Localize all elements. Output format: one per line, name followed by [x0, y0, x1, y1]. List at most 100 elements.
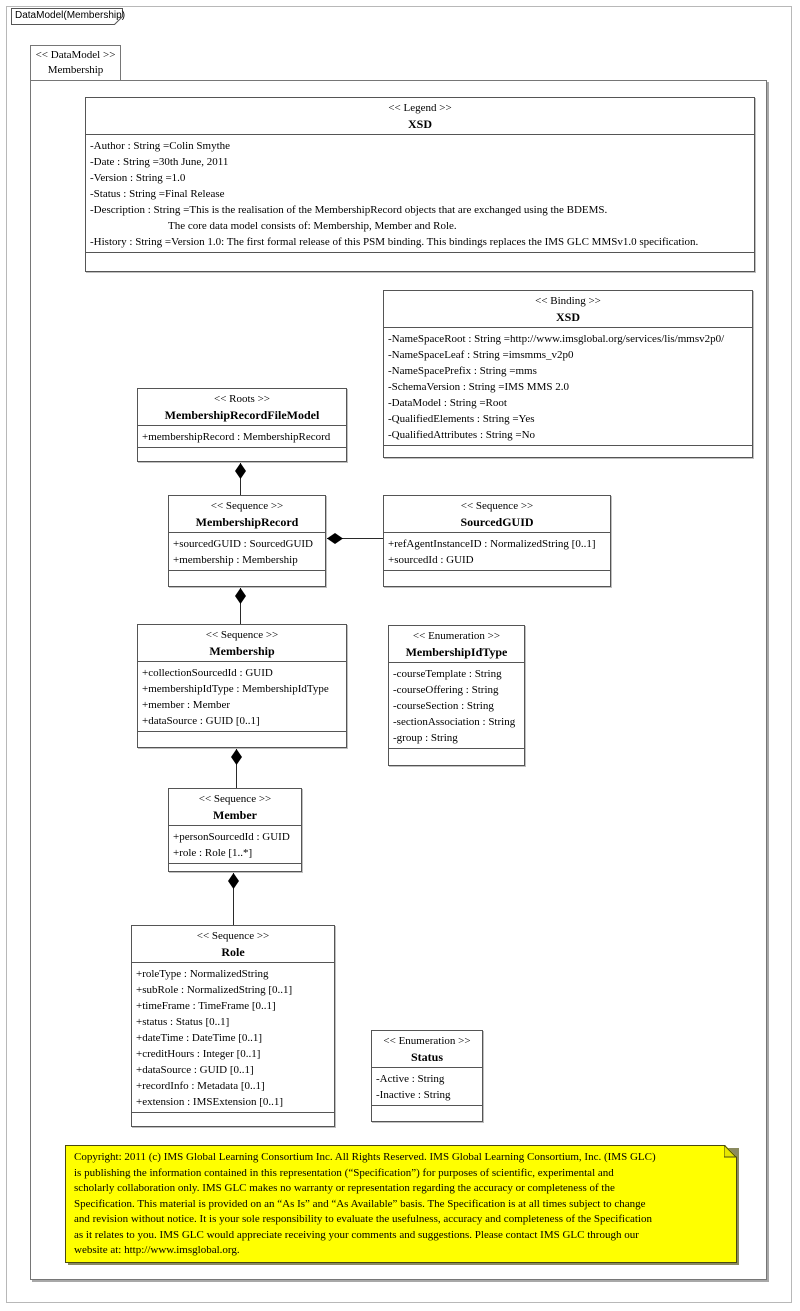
attributes-compartment: +membershipRecord : MembershipRecord — [138, 425, 346, 447]
class-name: XSD — [407, 117, 432, 131]
attribute-line: +subRole : NormalizedString [0..1] — [136, 984, 293, 996]
attributes-compartment: -NameSpaceRoot : String =http://www.imsg… — [384, 327, 752, 445]
class-membership: << Sequence >> Membership +collectionSou… — [137, 624, 347, 748]
note-text-line: and revision without notice. It is your … — [74, 1213, 652, 1225]
empty-compartment — [169, 863, 301, 871]
empty-compartment — [86, 252, 754, 271]
class-stereotype: << Sequence >> — [460, 500, 534, 512]
class-member: << Sequence >> Member +personSourcedId :… — [168, 788, 302, 872]
note-text-line: scholarly collaboration only. IMS GLC ma… — [74, 1182, 615, 1194]
attribute-line: -NameSpaceRoot : String =http://www.imsg… — [388, 333, 725, 345]
copyright-note: Copyright: 2011 (c) IMS Global Learning … — [65, 1145, 737, 1263]
class-header: << Sequence >> SourcedGUID — [384, 496, 610, 532]
class-header: << Sequence >> Member — [169, 789, 301, 825]
class-name: Membership — [209, 644, 275, 658]
frame-stereotype: << DataModel >> — [35, 49, 116, 61]
attribute-line: +timeFrame : TimeFrame [0..1] — [136, 1000, 276, 1012]
attribute-line: +extension : IMSExtension [0..1] — [136, 1096, 284, 1108]
class-name: Status — [410, 1050, 443, 1064]
attributes-compartment: +roleType : NormalizedString +subRole : … — [132, 962, 334, 1112]
class-membershipidtype: << Enumeration >> MembershipIdType -cour… — [388, 625, 525, 766]
attribute-line: +collectionSourcedId : GUID — [142, 667, 273, 679]
empty-compartment — [138, 731, 346, 747]
attribute-line: -group : String — [393, 732, 458, 744]
empty-compartment — [169, 570, 325, 586]
class-membershiprecordfilemodel: << Roots >> MembershipRecordFileModel +m… — [137, 388, 347, 462]
class-name: XSD — [555, 310, 580, 324]
attribute-line: +sourcedGUID : SourcedGUID — [173, 538, 314, 550]
attribute-line: -DataModel : String =Root — [388, 397, 507, 409]
attribute-line: -Version : String =1.0 — [90, 172, 186, 184]
attribute-line: The core data model consists of: Members… — [168, 220, 457, 232]
note-fold-icon — [724, 1145, 737, 1158]
class-binding: << Binding >> XSD -NameSpaceRoot : Strin… — [383, 290, 753, 458]
attribute-line: +role : Role [1..*] — [173, 847, 253, 859]
class-header: << Legend >> XSD — [86, 98, 754, 134]
class-header: << Binding >> XSD — [384, 291, 752, 327]
frame-name: Membership — [47, 64, 104, 76]
attributes-compartment: +collectionSourcedId : GUID +membershipI… — [138, 661, 346, 731]
empty-compartment — [389, 748, 524, 765]
link-line — [236, 747, 237, 789]
attribute-line: +refAgentInstanceID : NormalizedString [… — [388, 538, 596, 550]
attribute-line: +membershipIdType : MembershipIdType — [142, 683, 329, 695]
attribute-line: -History : String =Version 1.0: The firs… — [90, 236, 699, 248]
class-stereotype: << Legend >> — [388, 102, 452, 114]
attribute-line: +roleType : NormalizedString — [136, 968, 269, 980]
composition-diamond-icon — [327, 533, 343, 544]
class-sourcedguid: << Sequence >> SourcedGUID +refAgentInst… — [383, 495, 611, 587]
attribute-line: -Active : String — [376, 1073, 445, 1085]
attributes-compartment: -courseTemplate : String -courseOffering… — [389, 662, 524, 748]
note-text-line: Copyright: 2011 (c) IMS Global Learning … — [74, 1151, 656, 1163]
attributes-compartment: -Author : String =Colin Smythe -Date : S… — [86, 134, 754, 252]
composition-diamond-icon — [228, 873, 239, 889]
class-name: MembershipIdType — [405, 645, 508, 659]
attribute-line: +dateTime : DateTime [0..1] — [136, 1032, 263, 1044]
link-line — [326, 538, 384, 539]
attribute-line: +member : Member — [142, 699, 231, 711]
attribute-line: -Inactive : String — [376, 1089, 451, 1101]
class-stereotype: << Sequence >> — [205, 629, 279, 641]
attribute-line: -Status : String =Final Release — [90, 188, 225, 200]
note-text-line: as it relates to you. IMS GLC would appr… — [74, 1228, 639, 1241]
class-stereotype: << Enumeration >> — [412, 630, 501, 642]
empty-compartment — [384, 445, 752, 457]
attributes-compartment: -Active : String -Inactive : String — [372, 1067, 482, 1105]
attributes-compartment: +personSourcedId : GUID +role : Role [1.… — [169, 825, 301, 863]
class-role: << Sequence >> Role +roleType : Normaliz… — [131, 925, 335, 1127]
class-header: << Sequence >> MembershipRecord — [169, 496, 325, 532]
tab-shape-icon — [11, 8, 123, 25]
attributes-compartment: +refAgentInstanceID : NormalizedString [… — [384, 532, 610, 570]
note-text-line: website at: http://www.imsglobal.org. — [74, 1244, 240, 1256]
class-stereotype: << Sequence >> — [196, 930, 270, 942]
composition-diamond-icon — [235, 463, 246, 479]
class-name: SourcedGUID — [460, 515, 534, 529]
attributes-compartment: +sourcedGUID : SourcedGUID +membership :… — [169, 532, 325, 570]
attribute-line: -Author : String =Colin Smythe — [90, 140, 231, 152]
class-name: Member — [213, 808, 257, 822]
attribute-line: -courseOffering : String — [393, 684, 499, 696]
attribute-line: +sourcedId : GUID — [388, 554, 474, 566]
attribute-line: -courseTemplate : String — [393, 668, 502, 680]
class-header: << Enumeration >> MembershipIdType — [389, 626, 524, 662]
diagram-tab-label: DataModel(Membership) — [15, 10, 126, 21]
class-name: MembershipRecord — [195, 515, 299, 529]
class-header: << Roots >> MembershipRecordFileModel — [138, 389, 346, 425]
class-header: << Enumeration >> Status — [372, 1031, 482, 1067]
attribute-line: -QualifiedAttributes : String =No — [388, 429, 536, 441]
attribute-line: -NameSpacePrefix : String =mms — [388, 365, 537, 377]
attribute-line: +membership : Membership — [173, 554, 298, 566]
attribute-line: +personSourcedId : GUID — [173, 831, 290, 843]
attribute-line: -Description : String =This is the reali… — [90, 204, 608, 216]
class-status: << Enumeration >> Status -Active : Strin… — [371, 1030, 483, 1122]
attribute-line: +membershipRecord : MembershipRecord — [142, 431, 331, 443]
attribute-line: +dataSource : GUID [0..1] — [136, 1064, 254, 1076]
link-line — [240, 462, 241, 496]
class-stereotype: << Binding >> — [535, 295, 601, 307]
class-name: MembershipRecordFileModel — [164, 408, 320, 422]
attribute-line: -sectionAssociation : String — [393, 716, 516, 728]
attribute-line: +dataSource : GUID [0..1] — [142, 715, 260, 727]
composition-diamond-icon — [235, 588, 246, 604]
empty-compartment — [384, 570, 610, 586]
class-name: Role — [221, 945, 245, 959]
